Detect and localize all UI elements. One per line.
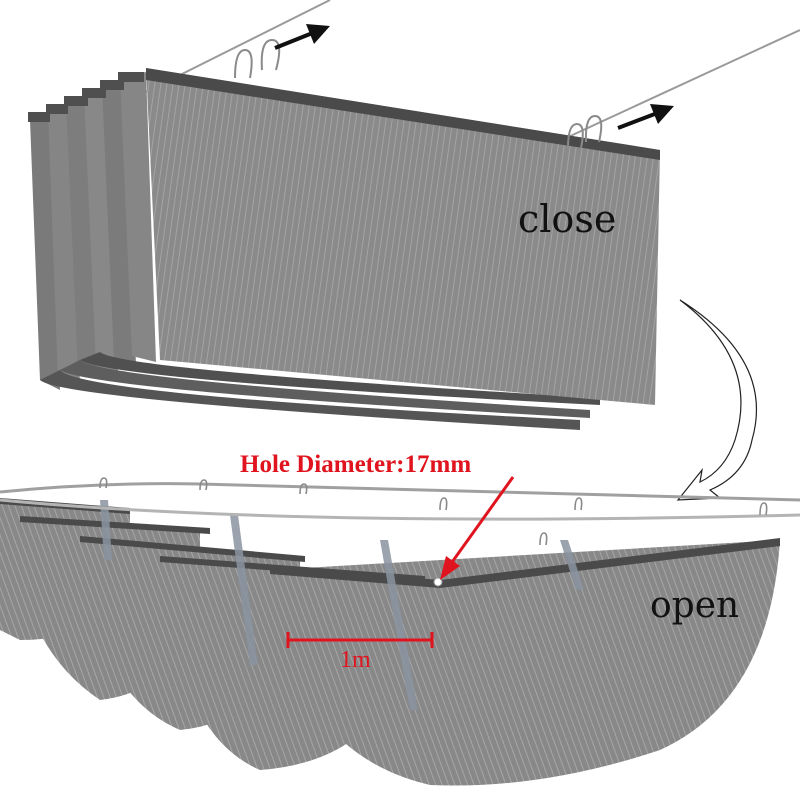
carabiner-clips-bottom: [99, 477, 768, 546]
red-pointer-arrow-icon: [440, 476, 515, 580]
folded-panels: [30, 72, 600, 430]
closed-front-panel: [146, 68, 660, 405]
arrow-right-icon: [617, 104, 674, 130]
close-state-label: close: [518, 197, 617, 241]
top-wire-right: [539, 29, 800, 151]
width-annotation: 1m: [340, 647, 371, 673]
curved-arrow-down-icon: [676, 299, 758, 501]
arrow-right-icon: [274, 24, 330, 50]
carabiner-clips-top: [234, 38, 603, 149]
open-state-label: open: [650, 585, 740, 626]
closed-shade-group: [28, 0, 800, 430]
closed-top-rail: [146, 68, 660, 160]
hole-diameter-annotation: Hole Diameter:17mm: [240, 451, 472, 478]
open-shade-group: [0, 477, 800, 786]
dimension-bar-icon: [286, 632, 434, 648]
